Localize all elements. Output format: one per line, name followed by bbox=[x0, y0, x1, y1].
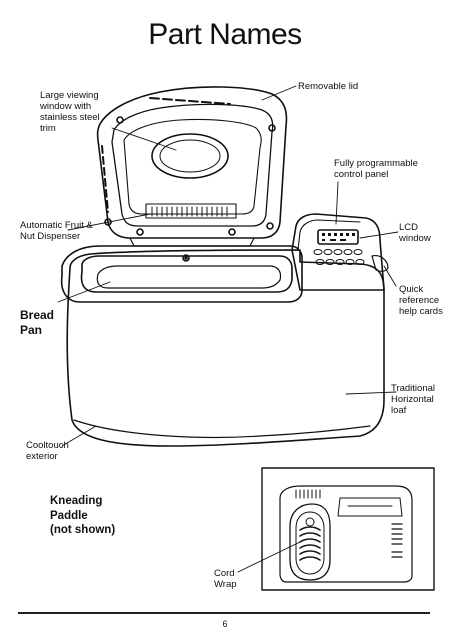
machine-body bbox=[66, 249, 385, 447]
label-kneading-paddle: Kneading Paddle (not shown) bbox=[50, 495, 116, 536]
inset-frame bbox=[261, 467, 435, 591]
label-exterior: Cooltouch exterior bbox=[26, 440, 69, 462]
page-title: Part Names bbox=[148, 18, 302, 51]
label-cord-wrap: Cord Wrap bbox=[214, 568, 237, 590]
label-reference-cards: Quick reference help cards bbox=[399, 284, 443, 317]
label-removable-lid: Removable lid bbox=[298, 81, 359, 92]
label-bread-pan: Bread Pan bbox=[20, 308, 55, 337]
bread-pan-opening bbox=[80, 255, 293, 293]
lcd-window bbox=[317, 229, 359, 245]
inset-machine-rear bbox=[279, 485, 413, 583]
viewing-window bbox=[151, 133, 229, 179]
fruit-dispenser bbox=[145, 203, 237, 219]
label-loaf: Traditional Horizontal loaf bbox=[391, 383, 436, 416]
reference-cards bbox=[371, 255, 389, 272]
label-control-panel: Fully programmable control panel bbox=[334, 158, 418, 180]
cord-wrap bbox=[289, 503, 331, 581]
control-panel-housing bbox=[291, 213, 385, 291]
label-fruit-dispenser: Automatic Fruit & Nut Dispenser bbox=[20, 220, 93, 242]
label-lcd-window: LCD window bbox=[399, 222, 431, 244]
page-number: 6 bbox=[222, 619, 228, 629]
label-viewing-window: Large viewing window with stainless stee… bbox=[40, 90, 100, 134]
footer-divider bbox=[18, 612, 430, 614]
